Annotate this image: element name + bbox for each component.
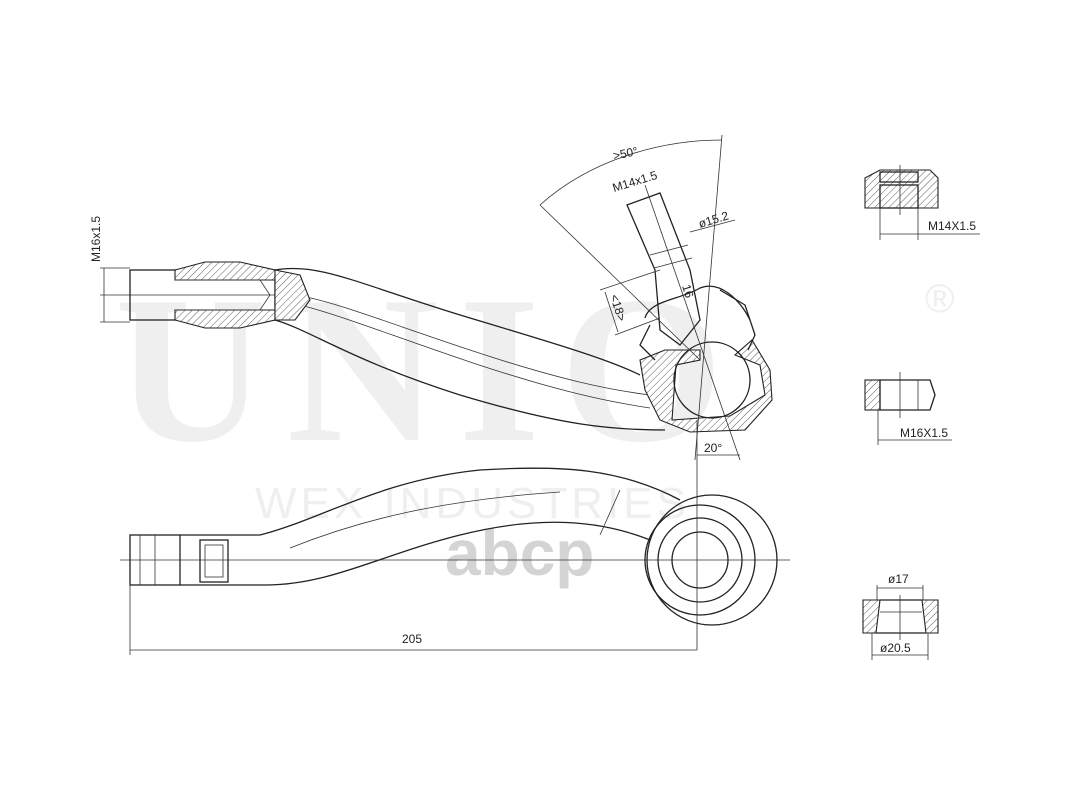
taper-label: 16: [679, 283, 697, 300]
nut-mid-thread-label: M16X1.5: [900, 426, 948, 440]
tie-rod-end-section-view: [100, 134, 773, 650]
hex-nut-part: [864, 372, 952, 445]
castle-nut-part: [864, 165, 980, 240]
overall-length-label: 205: [402, 632, 422, 646]
ring-outer-label: ø20.5: [880, 641, 911, 655]
watermark: UNIO ® WEX INDUSTRIES abcp: [115, 254, 958, 589]
ring-inner-label: ø17: [888, 572, 909, 586]
tilt-angle-label: 20°: [704, 441, 722, 455]
watermark-registered: ®: [925, 277, 958, 321]
stud-angle-label: >50°: [612, 144, 640, 163]
watermark-brand: UNIO: [115, 254, 743, 486]
nut-top-thread-label: M14X1.5: [928, 219, 976, 233]
shank-thread-label: M16x1.5: [89, 216, 103, 262]
cone-ring-part: [862, 585, 939, 660]
tie-rod-end-top-view: [120, 467, 790, 655]
stud-thread-label: M14x1.5: [611, 168, 659, 195]
stud-diameter-label: ø15.2: [697, 208, 731, 230]
abcp-logo: abcp: [445, 517, 594, 589]
